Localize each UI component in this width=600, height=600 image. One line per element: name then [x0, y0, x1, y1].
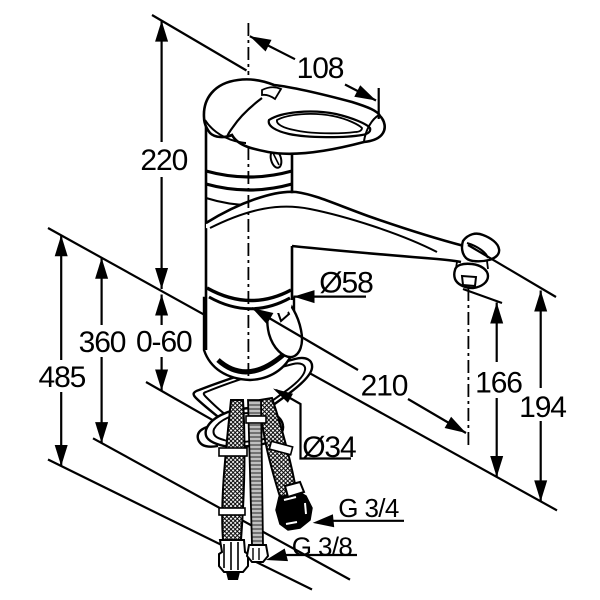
- svg-text:Ø58: Ø58: [319, 267, 373, 300]
- svg-text:108: 108: [297, 52, 344, 85]
- svg-text:210: 210: [361, 370, 408, 403]
- svg-text:166: 166: [475, 367, 522, 400]
- svg-text:Ø34: Ø34: [302, 431, 356, 464]
- svg-text:360: 360: [79, 326, 126, 359]
- svg-text:G 3/4: G 3/4: [338, 493, 399, 523]
- svg-text:194: 194: [519, 391, 566, 424]
- svg-text:G 3/8: G 3/8: [292, 532, 353, 562]
- svg-text:485: 485: [39, 361, 86, 394]
- svg-text:0-60: 0-60: [136, 326, 192, 359]
- svg-text:220: 220: [140, 144, 187, 177]
